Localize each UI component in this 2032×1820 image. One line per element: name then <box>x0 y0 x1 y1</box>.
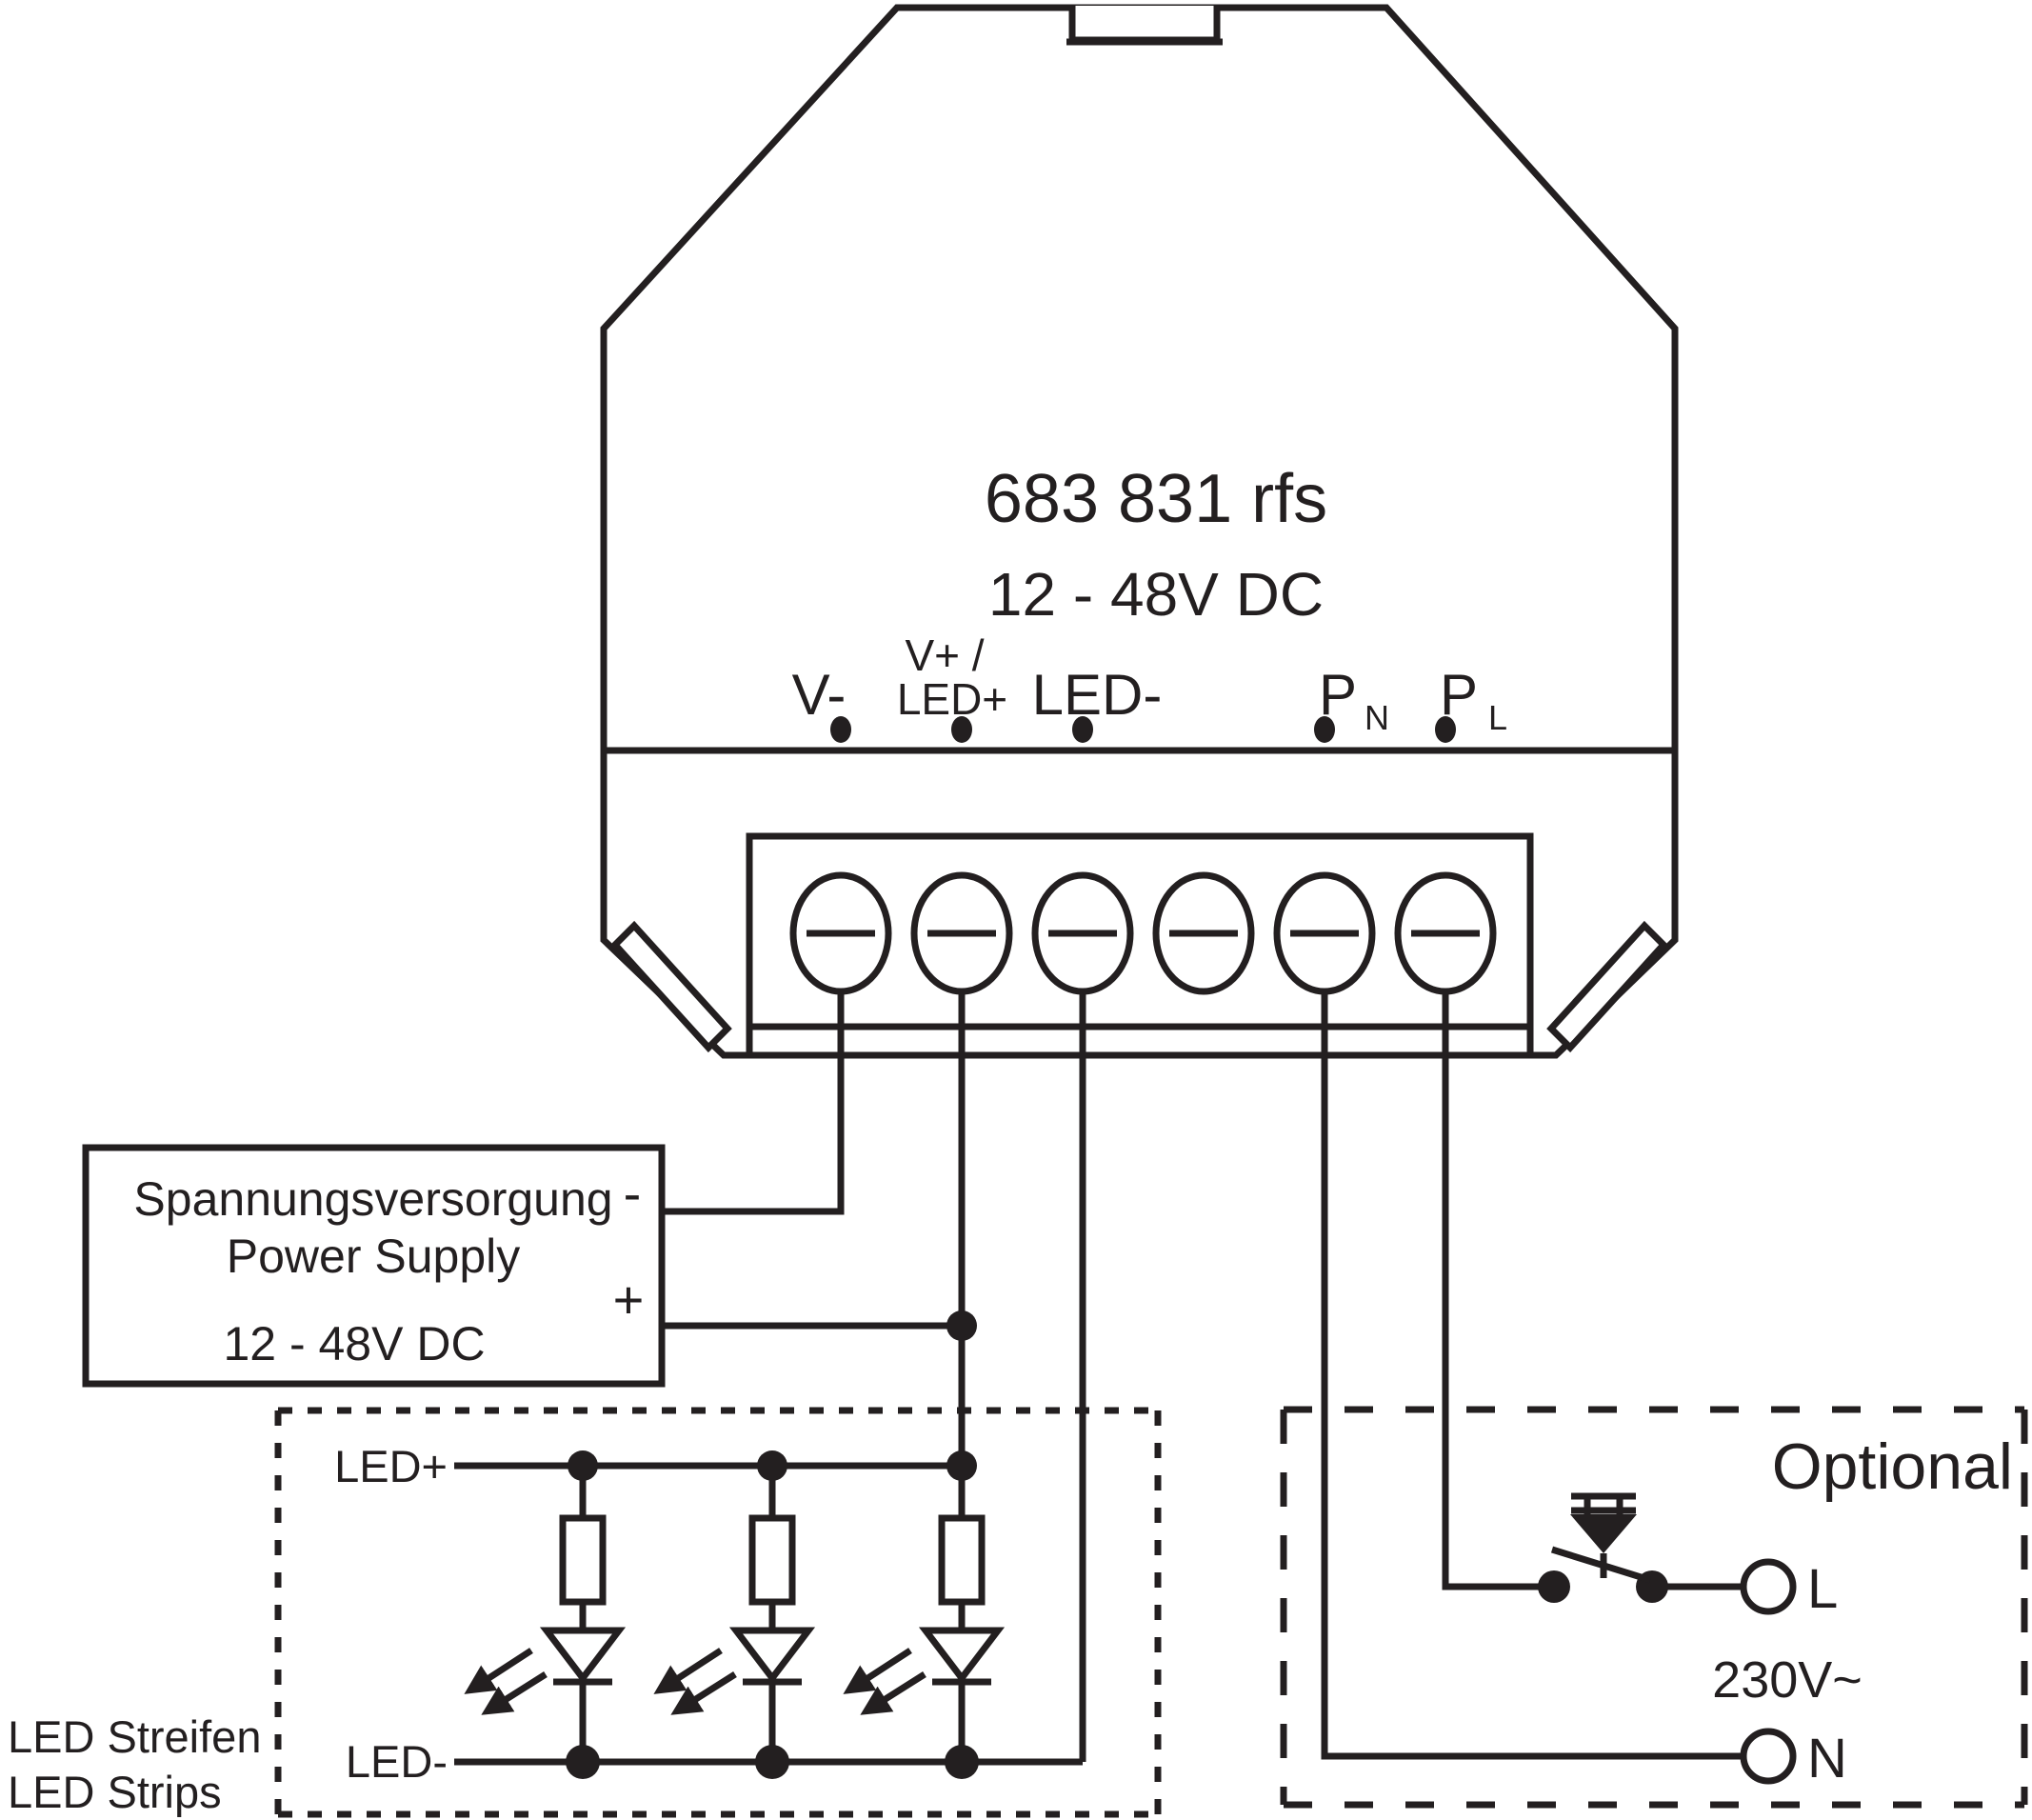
push-button-switch <box>1538 1492 1743 1603</box>
terminal-label-vminus: V- <box>792 663 847 727</box>
led-emission-arrow <box>843 1648 912 1694</box>
led-plus-rail-label: LED+ <box>334 1441 448 1491</box>
resistor <box>938 1514 986 1606</box>
power-supply: Spannungsversorgung Power Supply 12 - 48… <box>82 1144 666 1388</box>
led-emission-arrow <box>670 1671 737 1715</box>
switch-contact-dot-left <box>1538 1570 1570 1603</box>
junction-dot <box>755 1745 789 1779</box>
led-strips-section: LED+ LED- LED Streifen LED Strips <box>8 1407 1162 1818</box>
led-branch-2 <box>653 1450 816 1779</box>
terminal-label-pn-sub: N <box>1365 698 1389 737</box>
switch-blade <box>1550 1546 1652 1584</box>
dimmer-device: 683 831 rfs 12 - 48V DC V- V+ / LED+ LED… <box>600 4 1679 1059</box>
screw-terminal-2 <box>910 871 1013 995</box>
terminal-block <box>746 832 1534 1059</box>
led-branch-1 <box>464 1450 627 1779</box>
wires <box>662 991 1743 1762</box>
optional-section: Optional 230V~ L N <box>1280 1406 2028 1809</box>
model-number: 683 831 rfs <box>985 461 1327 537</box>
terminal-circle-live <box>1740 1558 1797 1615</box>
terminal-marker-dot-pl <box>1435 716 1456 743</box>
screw-terminal-4 <box>1152 871 1255 995</box>
mains-voltage-label: 230V~ <box>1712 1651 1863 1709</box>
push-button-actuator-triangle <box>1570 1514 1637 1553</box>
led-diode <box>539 1627 627 1684</box>
led-minus-rail-label: LED- <box>346 1736 448 1787</box>
power-supply-plus-terminal: + <box>613 1270 645 1330</box>
resistor <box>748 1514 796 1606</box>
led-diode <box>918 1627 1006 1684</box>
screw-terminal-6 <box>1394 871 1497 995</box>
junction-dot <box>945 1745 979 1779</box>
terminal-label-vplus-line1: V+ / <box>905 630 984 680</box>
terminal-marker-dot-pn <box>1314 716 1335 743</box>
terminal-marker-dot-vplus <box>951 716 972 743</box>
mounting-clip-right <box>1546 920 1668 1053</box>
voltage-rating: 12 - 48V DC <box>988 560 1324 629</box>
mounting-clip-left <box>610 920 732 1053</box>
power-supply-rating: 12 - 48V DC <box>223 1317 485 1370</box>
led-emission-arrow <box>860 1671 926 1715</box>
power-supply-label-en: Power Supply <box>227 1230 521 1283</box>
screw-terminal-5 <box>1273 871 1376 995</box>
resistor <box>559 1514 607 1606</box>
led-emission-arrow <box>653 1648 723 1694</box>
terminal-label-pl-sub: L <box>1488 698 1507 737</box>
terminal-label-pl: P <box>1440 663 1478 727</box>
led-strips-caption-de: LED Streifen <box>8 1711 261 1762</box>
wire-pl-switch <box>1442 991 1543 1590</box>
junction-dot-vplus <box>946 1310 977 1341</box>
screw-terminal-1 <box>789 871 892 995</box>
neutral-label: N <box>1807 1728 1847 1790</box>
led-branch-3 <box>843 1450 1006 1779</box>
terminal-circle-neutral <box>1740 1728 1797 1785</box>
terminal-marker-dot-ledminus <box>1072 716 1093 743</box>
optional-label: Optional <box>1772 1430 2013 1503</box>
power-supply-minus-terminal: - <box>624 1163 642 1223</box>
led-emission-arrow <box>464 1648 533 1694</box>
led-diode <box>728 1627 816 1684</box>
wire-vminus <box>662 991 845 1215</box>
terminal-label-pn: P <box>1319 663 1357 727</box>
power-supply-label-de: Spannungsversorgung <box>133 1172 612 1226</box>
mounting-notch <box>1068 6 1221 44</box>
screw-terminal-3 <box>1031 871 1134 995</box>
led-emission-arrow <box>481 1671 548 1715</box>
live-label: L <box>1807 1558 1838 1620</box>
terminal-label-vplus-line2: LED+ <box>897 674 1007 724</box>
terminal-label-ledminus: LED- <box>1032 663 1163 727</box>
led-strips-caption-en: LED Strips <box>8 1767 222 1817</box>
power-supply-box <box>82 1144 666 1388</box>
terminal-marker-dot-vminus <box>830 716 851 743</box>
wire-pn-neutral <box>1321 991 1743 1760</box>
device-outline <box>600 4 1679 1059</box>
junction-dot <box>566 1745 600 1779</box>
